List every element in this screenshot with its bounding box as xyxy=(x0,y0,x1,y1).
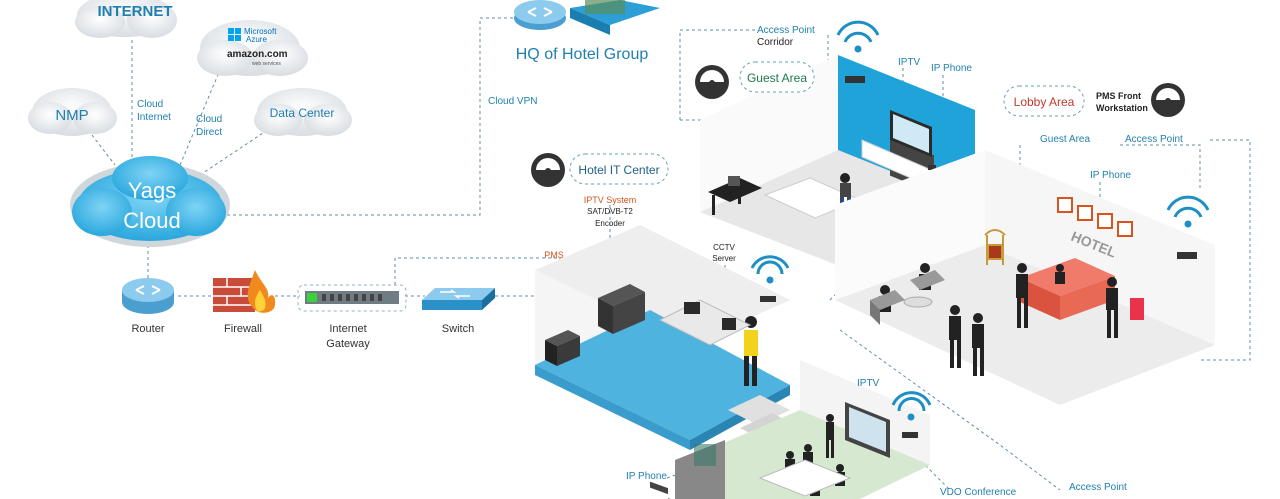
guest-wifi-icon xyxy=(836,20,880,53)
it-desk-icon xyxy=(658,299,752,346)
sat-label: SAT/DVB-T2 xyxy=(587,207,633,216)
hotel-clocks-icon xyxy=(1057,197,1133,237)
nmp-label: NMP xyxy=(55,107,88,124)
iptv-system-label: IPTV System xyxy=(584,195,637,205)
gateway-label-1: Internet xyxy=(329,323,366,335)
lobby-ip-phone-label: IP Phone xyxy=(1090,170,1131,181)
yags-label-line2: Cloud xyxy=(123,208,180,233)
firewall-label: Firewall xyxy=(224,323,262,335)
conference-table-icon xyxy=(758,459,852,497)
vdo-screen-icon xyxy=(845,402,890,458)
guest-tv-icon xyxy=(890,110,932,157)
lobby-people-icon xyxy=(879,263,1118,376)
data-center-cloud: Data Center xyxy=(254,88,352,136)
cloud-direct-label-1: Cloud xyxy=(196,114,222,125)
amazon-label: amazon.com xyxy=(227,49,288,60)
lobby-cart-icon xyxy=(984,229,1006,265)
it-center-camera-icon xyxy=(531,153,565,187)
switch-label: Switch xyxy=(442,323,474,335)
corridor-label: Corridor xyxy=(757,37,794,48)
it-wifi-icon xyxy=(750,255,790,284)
encoder-label: Encoder xyxy=(595,219,625,228)
data-center-label: Data Center xyxy=(270,106,335,120)
yags-cloud: Yags Cloud xyxy=(70,156,230,247)
guest-area-title: Guest Area xyxy=(747,71,807,85)
guest-camera-icon xyxy=(695,65,729,99)
guest-iptv-label: IPTV xyxy=(898,57,921,68)
nmp-cloud: NMP xyxy=(28,88,117,136)
conference-access-point-icon xyxy=(902,432,918,438)
lobby-access-point-label: Access Point xyxy=(1125,134,1183,145)
pms-front-label-2: Workstation xyxy=(1096,103,1148,113)
lobby-access-point-icon xyxy=(1177,252,1197,259)
windows-icon xyxy=(228,28,234,34)
guest-ip-phone-label: IP Phone xyxy=(931,63,972,74)
cloud-vpn-label: Cloud VPN xyxy=(488,96,537,107)
cctv-label-1: CCTV xyxy=(713,243,735,252)
conference-iptv-label: IPTV xyxy=(857,378,880,389)
server-rack-icon xyxy=(545,284,686,499)
gateway-label-2: Gateway xyxy=(326,338,370,350)
lobby-wifi-icon xyxy=(1166,195,1210,228)
azure-label: Azure xyxy=(246,35,267,44)
conference-access-point-label: Access Point xyxy=(1069,482,1127,493)
guest-ip-phone-icon xyxy=(928,165,936,170)
microsoft-label: Microsoft xyxy=(244,27,277,36)
cctv-label-2: Server xyxy=(712,254,736,263)
internet-label: INTERNET xyxy=(98,3,173,20)
hq-building-icon xyxy=(570,0,660,35)
it-access-point-icon xyxy=(760,296,776,302)
gateway-icon xyxy=(297,284,407,312)
hq-title: HQ of Hotel Group xyxy=(516,46,649,63)
lobby-area-title: Lobby Area xyxy=(1014,95,1075,109)
pms-front-label-1: PMS Front xyxy=(1096,91,1141,101)
router-icon xyxy=(122,278,174,314)
firewall-icon xyxy=(213,270,276,313)
aws-sub-label: web services xyxy=(252,61,281,67)
lobby-guest-area-label: Guest Area xyxy=(1040,134,1090,145)
conference-wifi-icon xyxy=(891,391,932,421)
cloud-internet-label-1: Cloud xyxy=(137,99,163,110)
guest-access-point-label: Access Point xyxy=(757,25,815,36)
lobby-luggage-icon xyxy=(1130,298,1144,320)
azure-aws-cloud: Microsoft Azure amazon.com web services xyxy=(197,20,308,76)
switch-icon xyxy=(422,288,495,310)
vdo-conference-label: VDO Conference xyxy=(940,487,1017,498)
reception-desk-icon xyxy=(1020,258,1115,320)
lobby-sofa-icon xyxy=(870,270,945,325)
guest-desk-icon xyxy=(708,176,762,215)
conference-ip-phone-label: IP Phone xyxy=(626,471,667,482)
yags-label-line1: Yags xyxy=(128,178,177,203)
cloud-internet-label-2: Internet xyxy=(137,112,171,123)
internet-cloud: INTERNET xyxy=(75,0,177,38)
router-label: Router xyxy=(131,323,164,335)
guest-access-point-icon xyxy=(845,76,865,83)
it-center-title: Hotel IT Center xyxy=(578,163,659,177)
hq-router-icon xyxy=(514,0,566,30)
cloud-direct-label-2: Direct xyxy=(196,127,222,138)
pms-label: PMS xyxy=(544,250,564,260)
lobby-camera-icon xyxy=(1151,83,1185,117)
